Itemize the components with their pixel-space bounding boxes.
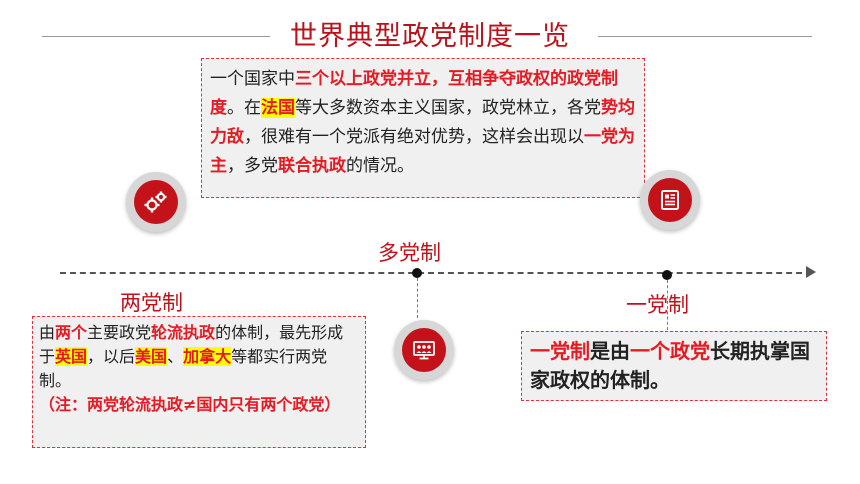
document-icon — [661, 190, 679, 210]
two-party-label: 两党制 — [120, 291, 183, 315]
gears-icon — [144, 191, 167, 213]
timeline — [60, 272, 812, 274]
people-screen-icon — [413, 341, 435, 360]
multi-party-text: 一个国家中三个以上政党并立，互相争夺政权的政党制度。在法国等大多数资本主义国家，… — [210, 69, 635, 176]
title-line-left — [42, 36, 270, 37]
multi-party-box: 一个国家中三个以上政党并立，互相争夺政权的政党制度。在法国等大多数资本主义国家，… — [201, 58, 645, 198]
multi-party-dot — [412, 268, 422, 278]
multi-party-label: 多党制 — [378, 241, 441, 265]
document-icon-badge — [640, 170, 700, 230]
one-party-connector — [667, 280, 668, 330]
one-party-text: 一党制是由一个政党长期执掌国家政权的体制。 — [530, 339, 810, 392]
one-party-label: 一党制 — [626, 293, 689, 317]
one-party-dot — [662, 270, 672, 280]
multi-party-connector — [417, 278, 418, 318]
title-line-right — [598, 36, 812, 37]
two-party-note: （注：两党轮流执政≠国内只有两个政党） — [39, 395, 341, 414]
two-party-box: 由两个主要政党轮流执政的体制，最先形成于英国，以后美国、加拿大等都实行两党制。 … — [32, 316, 366, 448]
one-party-box: 一党制是由一个政党长期执掌国家政权的体制。 — [521, 331, 827, 401]
people-screen-icon-badge — [394, 320, 454, 380]
gears-icon-badge — [126, 172, 186, 232]
page-title: 世界典型政党制度一览 — [290, 21, 570, 52]
two-party-text: 由两个主要政党轮流执政的体制，最先形成于英国，以后美国、加拿大等都实行两党制。 — [39, 323, 344, 390]
timeline-arrow-icon — [806, 266, 816, 278]
